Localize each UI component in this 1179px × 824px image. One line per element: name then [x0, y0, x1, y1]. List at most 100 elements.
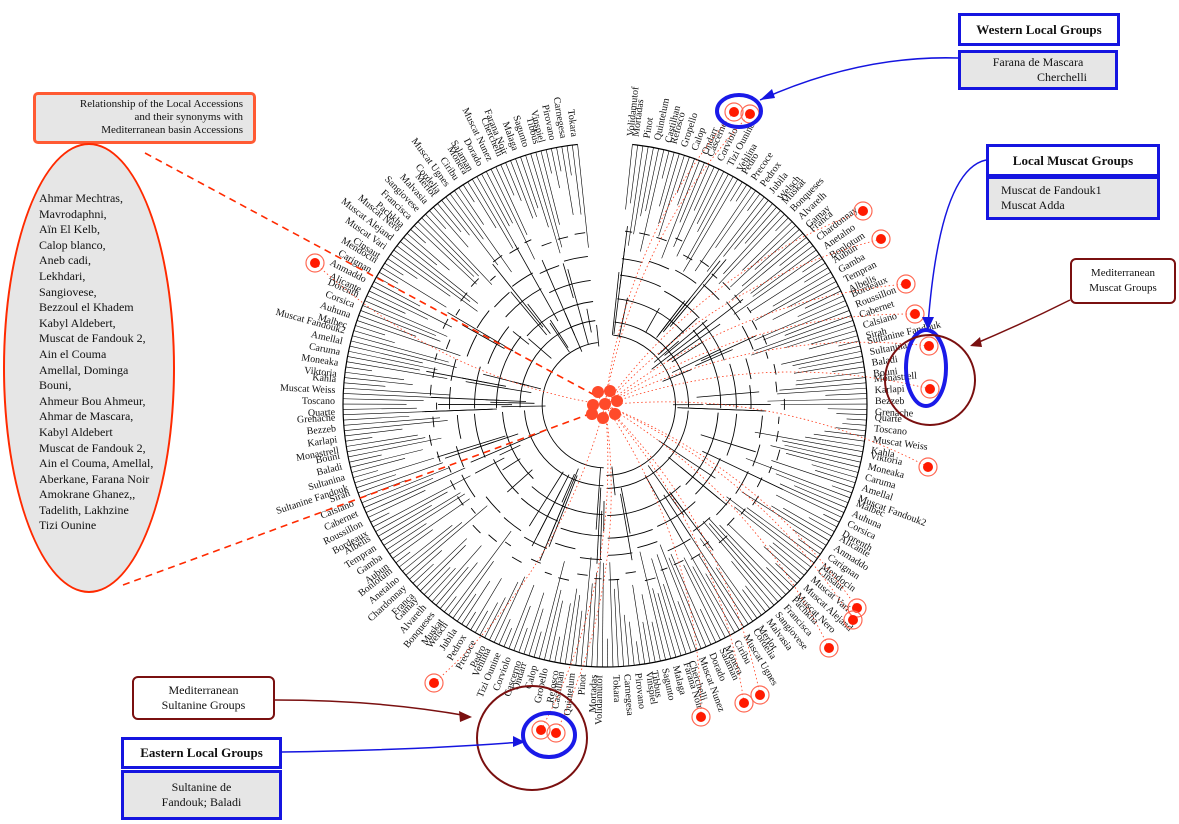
tree-branch — [389, 498, 470, 555]
tree-arc — [608, 552, 633, 556]
tree-branch — [591, 572, 597, 667]
tree-arc — [496, 336, 522, 408]
tree-branch — [752, 249, 817, 297]
tree-arc — [511, 272, 533, 287]
tree-branch — [414, 225, 477, 285]
tree-arc — [524, 410, 604, 487]
tree-arc — [776, 449, 781, 461]
synonym-item: Calop blanco, — [39, 237, 106, 252]
tree-branch — [559, 603, 571, 664]
accession-markers — [305, 102, 940, 743]
tree-branch — [505, 162, 522, 202]
tree-branch — [620, 487, 631, 534]
tree-arc — [466, 334, 478, 357]
tree-branch — [611, 272, 620, 336]
tree-branch — [754, 431, 863, 453]
tree-branch — [570, 595, 581, 665]
leaf-label: Bezzeb — [306, 423, 336, 437]
tree-branch — [671, 259, 727, 325]
tree-branch — [611, 466, 616, 496]
tree-branch — [746, 507, 818, 559]
accession-ring — [853, 201, 873, 221]
tree-branch — [566, 145, 572, 176]
tree-branch — [400, 241, 479, 304]
tree-branch — [663, 494, 692, 537]
tree-branch — [677, 601, 697, 651]
tree-arc — [685, 412, 719, 485]
tree-branch — [343, 415, 410, 421]
tree-branch — [784, 310, 850, 336]
leaf-label: Toscano — [302, 396, 335, 407]
tree-branch — [403, 237, 438, 266]
tree-branch — [448, 530, 512, 616]
tree-branch — [673, 164, 710, 248]
tree-branch — [754, 229, 800, 270]
tree-arc — [470, 507, 476, 514]
tree-arc — [639, 232, 650, 236]
tree-branch — [763, 546, 801, 580]
tree-branch — [755, 276, 834, 321]
tree-branch — [668, 557, 707, 647]
leaf-label: Pirovano — [632, 672, 647, 709]
tree-branch — [699, 608, 717, 643]
tree-branch — [441, 200, 470, 236]
tree-branch — [767, 398, 867, 402]
tree-branch — [700, 434, 756, 453]
tree-branch — [405, 505, 488, 576]
tree-arc — [530, 558, 541, 564]
tree-arc — [445, 339, 451, 350]
tree-branch — [681, 407, 767, 412]
tree-branch — [433, 206, 469, 248]
tree-branch — [426, 370, 507, 387]
tree-branch — [745, 458, 851, 499]
tree-branch — [827, 408, 867, 410]
relationship-title-box: Relationship of the Local Accessions and… — [33, 92, 256, 144]
muscat-groups-body: Muscat de Fandouk1 Muscat Adda — [986, 176, 1160, 220]
tree-branch — [772, 542, 808, 572]
tree-branch — [782, 507, 832, 537]
tree-branch — [719, 524, 787, 595]
synonym-link — [604, 111, 735, 406]
tree-branch — [775, 494, 838, 528]
tree-arc — [456, 414, 462, 439]
tree-branch — [345, 366, 373, 372]
tree-branch — [364, 300, 448, 337]
tree-branch — [513, 605, 531, 651]
tree-branch — [670, 493, 714, 551]
leaf-label: Moneaka — [301, 352, 340, 368]
synonym-item: Muscat de Fandouk 2, — [39, 440, 146, 455]
tree-branch — [734, 203, 773, 250]
tree-branch — [417, 221, 475, 277]
relationship-line: Mediterranean basin Accessions — [101, 124, 243, 136]
tree-branch — [346, 434, 418, 447]
tree-arc — [702, 541, 710, 547]
tree-branch — [462, 324, 505, 349]
tree-branch — [353, 330, 395, 344]
accession-ring — [919, 336, 939, 356]
tree-branch — [465, 381, 532, 394]
tree-branch — [345, 437, 373, 442]
tree-arc — [539, 265, 560, 274]
tree-arc — [541, 342, 604, 469]
tree-branch — [771, 505, 830, 542]
tree-branch — [586, 583, 593, 667]
accession-ring — [546, 723, 566, 743]
muscat-arrow — [927, 159, 987, 326]
tree-branch — [772, 285, 839, 320]
tree-branch — [742, 589, 762, 616]
tree-branch — [351, 458, 406, 473]
tree-arc — [607, 529, 653, 539]
leaf-label: Karlapi — [307, 434, 338, 449]
tree-branch — [658, 440, 716, 479]
synonym-item: Muscat de Fandouk 2, — [39, 331, 146, 346]
leaf-label: Volidamutof — [594, 674, 606, 725]
tree-branch — [775, 563, 798, 584]
tree-branch — [527, 303, 551, 334]
tree-branch — [731, 237, 807, 300]
tree-branch — [731, 561, 771, 609]
med-muscat-arrow — [971, 299, 1071, 346]
tree-branch — [645, 148, 659, 212]
tree-branch — [715, 190, 756, 248]
tree-arc — [488, 534, 497, 542]
tree-arc — [746, 306, 752, 314]
